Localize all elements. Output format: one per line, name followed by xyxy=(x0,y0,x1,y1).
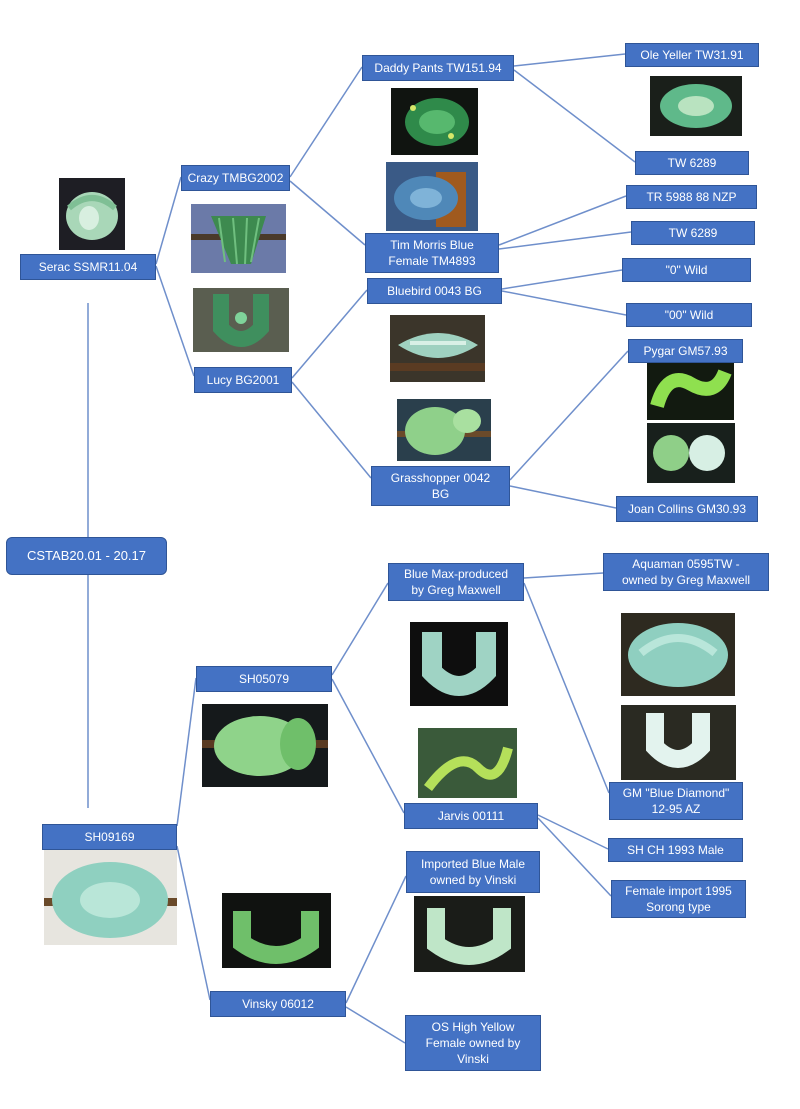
node-pygar: Pygar GM57.93 xyxy=(628,339,743,363)
snake-photo-sh05079 xyxy=(202,704,328,787)
node-female-import: Female import 1995 Sorong type xyxy=(611,880,746,918)
node-joan-collins: Joan Collins GM30.93 xyxy=(616,496,758,522)
root-node: CSTAB20.01 - 20.17 xyxy=(6,537,167,575)
snake-photo-crazy-1 xyxy=(191,204,286,273)
snake-photo-bluebird xyxy=(390,315,485,382)
node-lucy: Lucy BG2001 xyxy=(194,367,292,393)
node-jarvis: Jarvis 00111 xyxy=(404,803,538,829)
node-sh-ch-1993: SH CH 1993 Male xyxy=(608,838,743,862)
node-vinsky: Vinsky 06012 xyxy=(210,991,346,1017)
snake-photo-serac xyxy=(59,178,125,250)
snake-photo-tim-morris xyxy=(386,162,478,231)
snake-photo-pygar-2 xyxy=(647,423,735,483)
node-os-high-yellow: OS High Yellow Female owned by Vinski xyxy=(405,1015,541,1071)
snake-photo-gm-blue-diamond xyxy=(621,705,736,780)
snake-photo-imported-blue-male xyxy=(414,896,525,972)
node-blue-max: Blue Max-produced by Greg Maxwell xyxy=(388,563,524,601)
node-tr5988: TR 5988 88 NZP xyxy=(626,185,757,209)
node-tim-morris: Tim Morris Blue Female TM4893 xyxy=(365,233,499,273)
snake-photo-sh09169 xyxy=(44,848,177,945)
node-wild-0: "0" Wild xyxy=(622,258,751,282)
node-gm-blue-diamond: GM "Blue Diamond" 12-95 AZ xyxy=(609,782,743,820)
snake-photo-blue-max xyxy=(410,622,508,706)
node-ole-yeller: Ole Yeller TW31.91 xyxy=(625,43,759,67)
node-daddy-pants: Daddy Pants TW151.94 xyxy=(362,55,514,81)
snake-photo-jarvis xyxy=(418,728,517,798)
node-aquaman: Aquaman 0595TW - owned by Greg Maxwell xyxy=(603,553,769,591)
node-sh05079: SH05079 xyxy=(196,666,332,692)
snake-photo-lucy xyxy=(193,288,289,352)
node-bluebird: Bluebird 0043 BG xyxy=(367,278,502,304)
node-grasshopper: Grasshopper 0042 BG xyxy=(371,466,510,506)
snake-photo-pygar-1 xyxy=(647,362,734,420)
node-tw6289-b: TW 6289 xyxy=(631,221,755,245)
snake-photo-aquaman xyxy=(621,613,735,696)
snake-photo-vinsky xyxy=(222,893,331,968)
node-imported-blue-male: Imported Blue Male owned by Vinski xyxy=(406,851,540,893)
node-crazy: Crazy TMBG2002 xyxy=(181,165,290,191)
node-sh09169: SH09169 xyxy=(42,824,177,850)
snake-photo-daddy-pants xyxy=(391,88,478,155)
node-serac: Serac SSMR11.04 xyxy=(20,254,156,280)
snake-photo-ole-yeller xyxy=(650,76,742,136)
node-tw6289-a: TW 6289 xyxy=(635,151,749,175)
snake-photo-grasshopper xyxy=(397,399,491,461)
node-wild-00: "00" Wild xyxy=(626,303,752,327)
